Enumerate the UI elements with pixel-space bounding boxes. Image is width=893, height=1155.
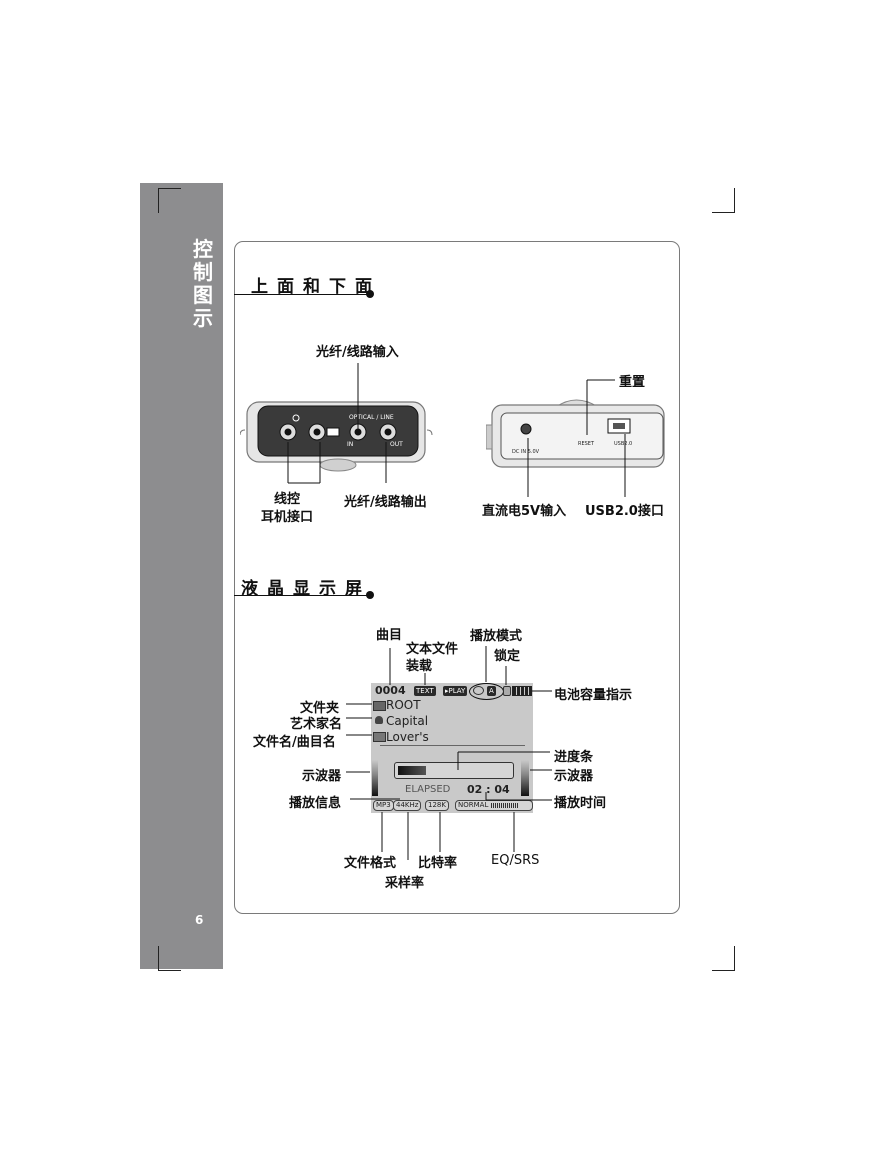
crop-mark-bottom-left [158,946,181,971]
oscilloscope-right [521,760,529,796]
label-track: 曲目 [376,628,403,643]
folder-icon [373,701,386,711]
oscilloscope-left [372,760,378,796]
label-remote-line1: 线控 [273,492,300,507]
device-callout-lines [287,363,626,497]
lcd-callout-lines [346,646,552,860]
label-artist: 艺术家名 [290,717,343,732]
label-folder: 文件夹 [300,701,340,716]
lcd-screen [371,683,533,813]
lcd-play-badge: ▸PLAY [443,686,468,696]
lcd-elapsed: ELAPSED [405,784,451,795]
lcd-bitrate-chip: 128K [425,800,449,811]
crop-mark-top-left [158,188,181,213]
label-text-file-line1: 文本文件 [406,642,459,657]
in-print: IN [347,441,353,448]
crop-mark-bottom-right [712,946,735,971]
label-lock: 锁定 [494,649,521,664]
section-title-lcd: 液晶显示屏 [241,579,371,599]
out-print: OUT [390,441,403,448]
label-osc-right: 示波器 [554,769,594,784]
label-usb: USB2.0接口 [585,504,664,519]
section-dot [366,290,374,298]
label-battery: 电池容量指示 [554,688,633,703]
lcd-time: 02 : 04 [467,783,510,796]
lcd-track: 0004 [375,684,406,697]
lock-icon [503,686,511,696]
progress-fill [398,766,426,775]
label-reset: 重置 [619,375,646,390]
page-number: 6 [195,913,204,927]
lcd-artist: Capital [386,714,429,728]
label-optical-in: 光纤/线路输入 [316,345,399,360]
device-bottom-illustration: DC IN 5.0V RESET USB2.0 [486,399,665,468]
label-text-file-line2: 装载 [406,659,433,674]
battery-icon [512,686,532,696]
song-icon [373,732,386,742]
section-underline [234,294,369,295]
section-underline [234,595,369,596]
label-eq: EQ/SRS [491,853,540,868]
label-play-time: 播放时间 [554,796,607,811]
label-osc-left: 示波器 [302,769,342,784]
label-filename: 文件名/曲目名 [253,735,336,750]
label-optical-out: 光纤/线路输出 [344,495,427,510]
label-file-format: 文件格式 [344,856,397,871]
section-title-top-bottom: 上面和下面 [251,277,381,297]
label-play-mode: 播放模式 [470,629,523,644]
label-remote-line2: 耳机接口 [260,510,313,525]
label-sample-rate: 采样率 [385,876,425,891]
label-bitrate: 比特率 [418,856,458,871]
sidebar-title: 控制图示 [193,237,213,330]
label-play-info: 播放信息 [289,796,342,811]
reset-print: RESET [578,441,595,447]
label-dc-input: 直流电5V输入 [482,504,567,519]
lcd-eq-text: NORMAL [458,801,489,809]
optical-line-print: OPTICAL / LINE [349,414,394,421]
lcd-sample-chip: 44KHz [393,800,422,811]
usb-print: USB2.0 [614,441,632,447]
sidebar [140,183,223,969]
artist-icon [375,716,383,724]
lcd-text-badge: TEXT [414,686,436,696]
crop-mark-top-right [712,188,735,213]
repeat-icon [473,686,484,695]
lcd-divider [380,745,525,746]
dc-print: DC IN 5.0V [512,449,540,455]
label-progress: 进度条 [554,750,594,765]
eq-level-bars [490,802,519,808]
section-dot [366,591,374,599]
lcd-repeat-badge: A [487,686,496,696]
lcd-folder: ROOT [386,698,421,712]
device-top-illustration: OPTICAL / LINE IN OUT [240,401,433,472]
lcd-song: Lover's [386,730,429,744]
